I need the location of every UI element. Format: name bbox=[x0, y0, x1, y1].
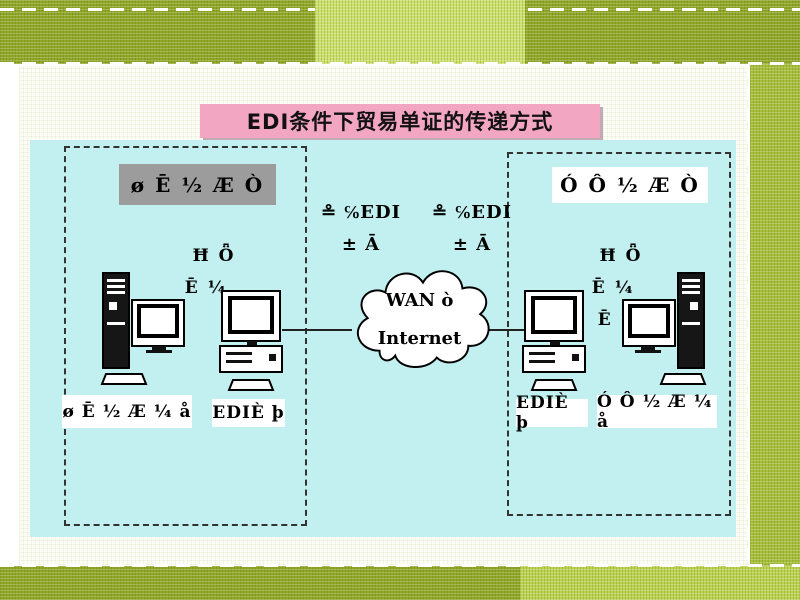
right-dashed-rule bbox=[747, 64, 750, 566]
receiver-edi-software-caption: EDIÈ þ bbox=[516, 393, 588, 433]
edi-platform-right-line1: ≗ ℅EDI bbox=[431, 202, 513, 223]
edi-platform-left-line1: ≗ ℅EDI bbox=[320, 202, 402, 223]
receiver-zone-box bbox=[507, 152, 731, 516]
sender-link-text-1: Ħ Ȫ bbox=[192, 246, 236, 266]
desktop-computer-icon bbox=[219, 290, 283, 391]
network-line-right bbox=[486, 329, 530, 331]
bottom-light-green-segment bbox=[520, 566, 800, 600]
edi-platform-right-line2: ± Ā bbox=[452, 234, 492, 255]
cloud-label-internet: Internet bbox=[377, 328, 462, 349]
wan-cloud-icon bbox=[357, 270, 490, 368]
edi-platform-left-line2: ± Ā bbox=[341, 234, 381, 255]
page-title: EDI条件下贸易单证的传递方式 bbox=[200, 104, 600, 138]
sender-station-caption: ø Ē ½ Æ ¼ å bbox=[62, 395, 192, 428]
sender-link-text-2: Ē ¼ bbox=[184, 278, 228, 298]
top-light-green-segment bbox=[315, 0, 525, 64]
network-line-left bbox=[282, 329, 352, 331]
desktop-computer-icon bbox=[522, 290, 586, 391]
sender-edi-software-caption: EDIÈ þ bbox=[212, 399, 285, 427]
receiver-link-text-1: Ħ Ȫ bbox=[599, 246, 643, 266]
receiver-label: Ó Ô ½ Æ Ò bbox=[552, 167, 708, 203]
tower-computer-icon bbox=[622, 272, 707, 385]
tower-computer-icon bbox=[100, 272, 185, 385]
sender-zone-box bbox=[64, 146, 307, 526]
footer-dashed-rule bbox=[0, 564, 800, 567]
receiver-station-caption: Ó Ô ½ Æ ¼ å bbox=[597, 392, 717, 432]
header-dashed-rule bbox=[0, 62, 800, 65]
sender-label: ø Ē ½ Æ Ò bbox=[119, 164, 276, 205]
right-green-column bbox=[750, 64, 800, 566]
receiver-link-text-2: Ē ¼ bbox=[591, 278, 635, 298]
left-dashed-rule bbox=[16, 64, 19, 566]
cloud-label-wan: WAN ò bbox=[385, 290, 454, 311]
